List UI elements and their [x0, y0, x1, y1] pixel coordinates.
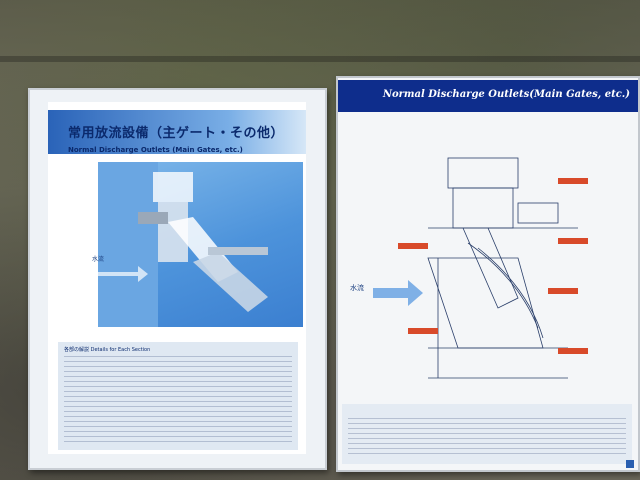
right-sign-header: Normal Discharge Outlets(Main Gates, etc…: [338, 80, 638, 112]
right-info-sign: Normal Discharge Outlets(Main Gates, etc…: [336, 76, 640, 472]
left-sign-header: 常用放流設備（主ゲート・その他） Normal Discharge Outlet…: [48, 110, 306, 154]
left-info-sign: 常用放流設備（主ゲート・その他） Normal Discharge Outlet…: [28, 88, 327, 470]
right-details-block: [342, 404, 632, 464]
left-details-block: 各部の解説 Details for Each Section: [58, 342, 298, 450]
page-marker: [626, 460, 634, 468]
left-sign-title-en: Normal Discharge Outlets (Main Gates, et…: [68, 146, 243, 154]
technical-drawing-svg: [373, 157, 588, 379]
right-details-text: [348, 418, 626, 458]
gate-technical-drawing: [368, 148, 608, 408]
left-details-heading: 各部の解説 Details for Each Section: [64, 347, 151, 353]
left-sign-face: 常用放流設備（主ゲート・その他） Normal Discharge Outlet…: [48, 102, 306, 454]
left-sign-title-ja: 常用放流設備（主ゲート・その他）: [68, 126, 285, 141]
left-details-text: [64, 356, 292, 446]
gate-illustration-svg: [98, 162, 268, 327]
right-flow-label: 水流: [350, 284, 364, 292]
right-sign-title: Normal Discharge Outlets(Main Gates, etc…: [382, 89, 630, 100]
gate-illustration: [98, 162, 303, 327]
left-flow-label: 水流: [92, 256, 105, 263]
wall-groove: [0, 56, 640, 62]
